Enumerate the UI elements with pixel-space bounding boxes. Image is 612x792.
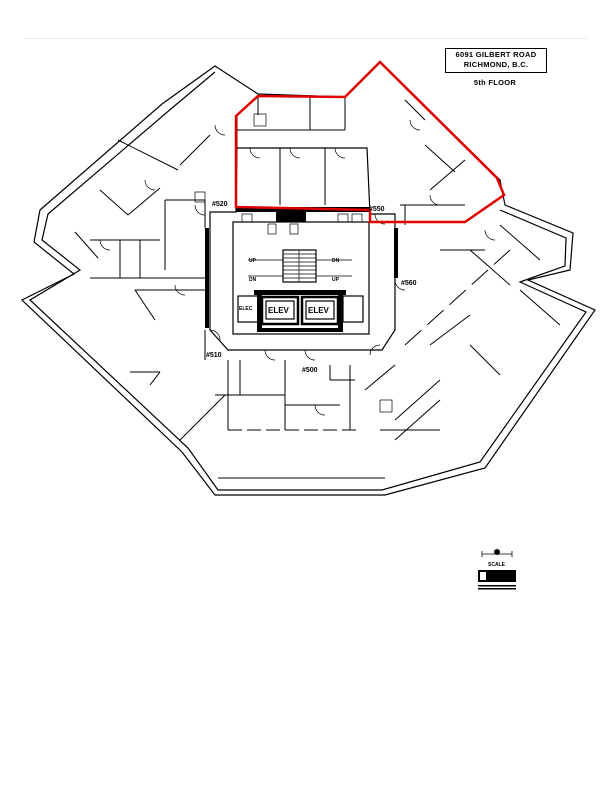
north-arrow-icon <box>494 549 500 555</box>
core-boundary <box>209 147 396 351</box>
stair-up-label-1: UP <box>249 258 257 264</box>
highlighted-suite-outline <box>234 60 506 224</box>
interior-partitions <box>74 96 561 479</box>
elec-label: ELEC <box>239 306 253 312</box>
unit-label-510: #510 <box>206 352 222 359</box>
elevator-label-1: ELEV <box>268 306 290 315</box>
stair-treads <box>248 250 352 282</box>
scale-label: SCALE <box>488 562 506 568</box>
stair-dn-label-1: DN <box>249 277 257 283</box>
stair-up-label-2: UP <box>332 277 340 283</box>
stair-dn-label-2: DN <box>332 258 340 264</box>
elevator-label-2: ELEV <box>308 306 330 315</box>
elevator-car-1 <box>265 300 295 320</box>
elevator-car-2 <box>305 300 335 320</box>
shaft-room <box>342 295 364 323</box>
address-line-2: RICHMOND, B.C. <box>463 60 529 69</box>
washroom-fixtures <box>194 113 393 413</box>
unit-label-500: #500 <box>302 367 318 374</box>
floor-label: 5th FLOOR <box>473 78 517 87</box>
door-swings <box>99 119 496 416</box>
outer-wall-inner-line <box>29 71 587 491</box>
unit-label-560: #560 <box>401 280 417 287</box>
address-line-1: 6091 GILBERT ROAD <box>455 50 537 59</box>
page-top-rule <box>24 38 588 39</box>
unit-label-550: #550 <box>369 206 385 213</box>
company-logo-icon <box>478 570 516 582</box>
address-title-box: 6091 GILBERT ROAD RICHMOND, B.C. <box>445 48 547 73</box>
scale-logo-block <box>478 549 516 590</box>
unit-label-520: #520 <box>212 201 228 208</box>
